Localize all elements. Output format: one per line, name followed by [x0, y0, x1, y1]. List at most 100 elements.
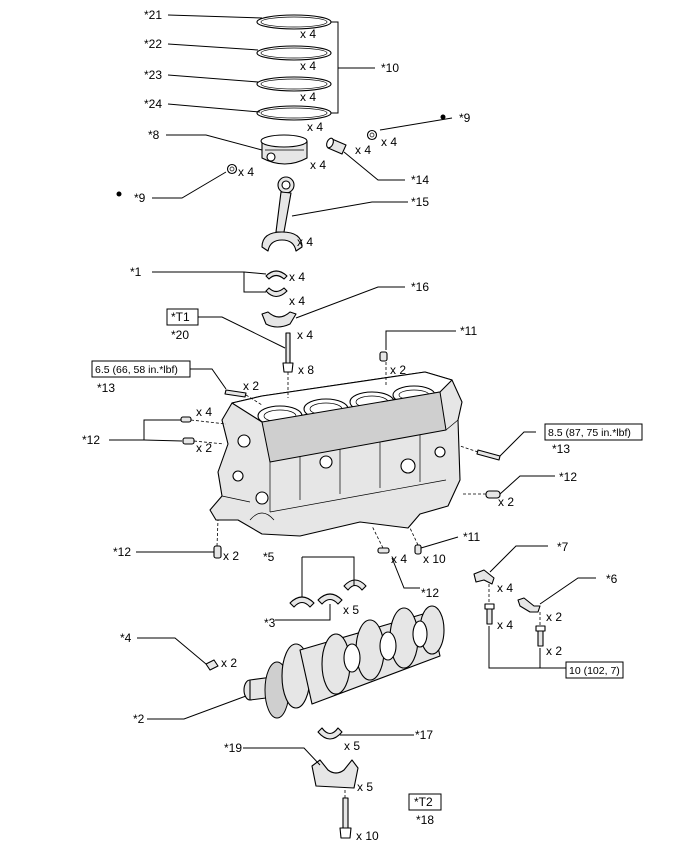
callout-13-right: *13 [552, 442, 570, 456]
snap-ring-upper [366, 129, 378, 141]
callout-1: *1 [130, 265, 142, 279]
qty-1-upper: x 4 [289, 270, 305, 284]
qty-7-bolt: x 4 [497, 618, 513, 632]
callout-17: *17 [415, 728, 433, 742]
bullet-dot-icon [440, 114, 446, 120]
oil-nozzle-7 [473, 569, 495, 585]
quantity-labels: x 4 x 4 x 4 x 4 x 4 x 4 x 4 x 4 x 4 x 4 … [196, 27, 562, 843]
callout-3: *3 [264, 616, 276, 630]
main-bearing-upper-b [317, 593, 343, 605]
main-bearing-upper-a [343, 579, 367, 591]
pin-12-upper-a [180, 416, 192, 423]
qty-6-nozzle: x 2 [546, 610, 562, 624]
callout-20: *20 [171, 328, 189, 342]
main-cap-bolt [339, 797, 352, 839]
qty-19: x 5 [357, 780, 373, 794]
box-torque-a [91, 360, 191, 378]
pin-12-right [485, 490, 501, 499]
qty-11-lower: x 10 [423, 552, 446, 566]
callout-11-top: *11 [460, 324, 477, 338]
callout-23: *23 [144, 68, 162, 82]
connecting-rod-cap [261, 311, 297, 328]
torque-spec-c: 10 (102, 7) [569, 665, 620, 677]
piston-ring-24 [256, 105, 332, 121]
box-t1 [166, 308, 199, 326]
qty-1-lower: x 4 [289, 294, 305, 308]
pin-12-upper-b [182, 437, 195, 445]
qty-16: x 4 [297, 328, 313, 342]
box-t2 [408, 793, 442, 811]
qty-6-bolt: x 2 [546, 644, 562, 658]
qty-9-left: x 4 [238, 165, 254, 179]
torque-spec-a: 6.5 (66, 58 in.*lbf) [95, 364, 178, 376]
qty-18: x 10 [356, 829, 379, 843]
qty-12-upper-a: x 4 [196, 405, 212, 419]
callout-15: *15 [411, 195, 429, 209]
callout-22: *22 [144, 37, 162, 51]
qty-17: x 5 [344, 739, 360, 753]
callout-12-left: *12 [82, 433, 100, 447]
crankshaft [243, 605, 445, 719]
oil-nozzle-6 [517, 597, 541, 613]
qty-11-top: x 2 [390, 363, 406, 377]
straight-pin-11-top [379, 351, 388, 362]
callout-labels: *21 *22 *23 *24 *10 *8 *9 *9 *14 *15 *1 … [82, 8, 631, 827]
qty-12-upper-b: x 2 [196, 441, 212, 455]
nozzle-bolt-6 [535, 625, 546, 647]
main-bearing-upper-c [289, 596, 315, 608]
qty-9-right: x 4 [381, 135, 397, 149]
bullet-dot-icon [116, 191, 122, 197]
rod-cap-bolt [282, 332, 294, 373]
qty-22: x 4 [300, 59, 316, 73]
callout-9-right: *9 [459, 111, 471, 125]
qty-15: x 4 [297, 235, 313, 249]
callout-19: *19 [224, 741, 242, 755]
callout-t2: *T2 [414, 795, 433, 809]
qty-14: x 4 [355, 143, 371, 157]
qty-23: x 4 [300, 90, 316, 104]
box-torque-c [565, 661, 624, 679]
callout-8: *8 [148, 128, 160, 142]
callout-24: *24 [144, 97, 162, 111]
callout-16: *16 [411, 280, 429, 294]
cylinder-block [209, 371, 463, 537]
assembly-dashed-lines [190, 362, 541, 798]
callout-t1: *T1 [171, 310, 190, 324]
callout-2: *2 [133, 712, 145, 726]
rod-bearing-lower [265, 287, 288, 298]
callout-7: *7 [557, 540, 569, 554]
piston-ring-23 [256, 76, 332, 92]
stud-bolt-13-left [224, 389, 247, 398]
nozzle-bolt-7 [484, 603, 495, 625]
main-bearing-lower [317, 727, 343, 740]
qty-4: x 2 [221, 656, 237, 670]
qty-24: x 4 [307, 120, 323, 134]
leader-lines [109, 14, 596, 766]
callout-13-left: *13 [97, 381, 115, 395]
pin-12-lower-left [213, 545, 222, 559]
qty-13-left: x 2 [243, 379, 259, 393]
crankshaft-key [205, 659, 219, 671]
callout-12-right: *12 [559, 470, 577, 484]
callout-9-left: *9 [134, 191, 146, 205]
piston-pin [326, 137, 347, 155]
callout-10: *10 [381, 61, 399, 75]
callout-12-lower-left: *12 [113, 545, 131, 559]
qty-12-lower-mid: x 4 [391, 552, 407, 566]
stud-bolt-13-right [476, 449, 501, 461]
callout-4: *4 [120, 631, 132, 645]
snap-ring-lower [226, 163, 238, 175]
callout-14: *14 [411, 173, 429, 187]
pin-11-lower [414, 544, 422, 555]
qty-20: x 8 [298, 363, 314, 377]
torque-spec-b: 8.5 (87, 75 in.*lbf) [548, 427, 631, 439]
callout-5: *5 [263, 550, 275, 564]
qty-3: x 5 [343, 603, 359, 617]
piston-ring-22 [256, 45, 332, 61]
pin-12-lower-mid [377, 547, 390, 554]
qty-21: x 4 [300, 27, 316, 41]
box-torque-b [544, 423, 643, 441]
piston [260, 134, 308, 165]
connecting-rod [261, 176, 303, 252]
